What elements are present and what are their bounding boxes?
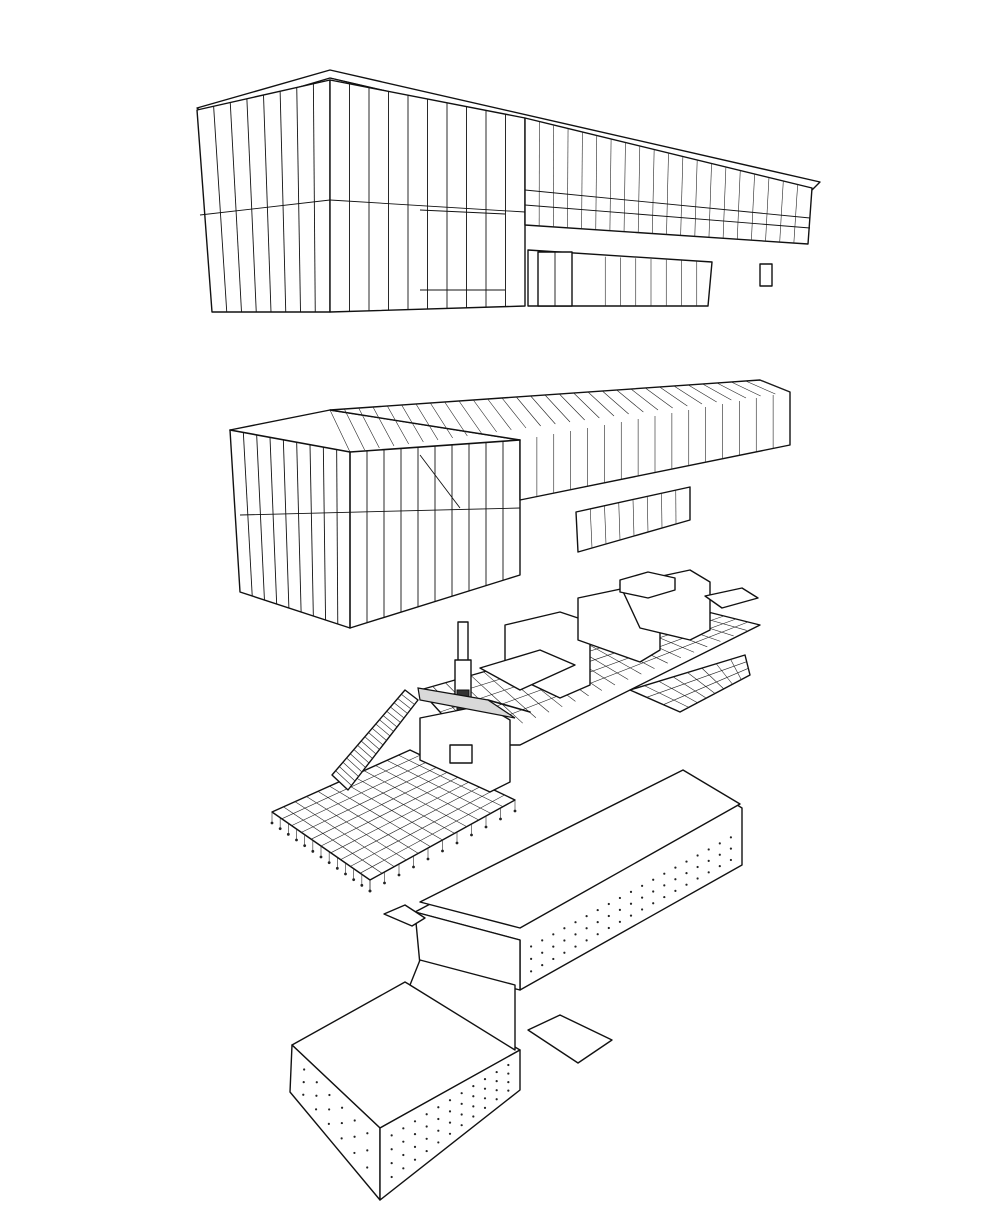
foundation-layer	[289, 769, 743, 1201]
frame-layer	[229, 379, 791, 629]
interior-layer	[270, 569, 761, 893]
cladding-layer	[196, 69, 821, 313]
